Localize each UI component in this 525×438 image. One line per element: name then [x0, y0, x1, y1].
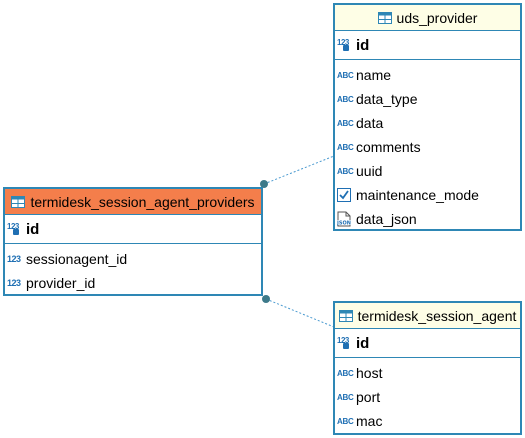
column-name: provider_id	[26, 275, 96, 291]
column-name: comments	[356, 139, 421, 155]
entity-uds-provider[interactable]: uds_provider 123 id ABC name ABC data_ty…	[333, 3, 522, 231]
column-name: data	[356, 115, 384, 131]
column-name: port	[356, 389, 381, 405]
json-icon: JSON	[337, 211, 356, 227]
table-icon	[338, 309, 353, 322]
column-name: uuid	[356, 163, 383, 179]
entity-title: termidesk_session_agent	[357, 307, 517, 324]
pk-row[interactable]: 123 id	[335, 31, 520, 60]
entity-title: uds_provider	[396, 9, 478, 26]
column-name: sessionagent_id	[26, 251, 128, 267]
column-row[interactable]: 123 provider_id	[5, 271, 261, 295]
column-row[interactable]: ABC data_type	[335, 87, 520, 111]
entity-header[interactable]: uds_provider	[335, 5, 520, 31]
number-key-icon: 123	[337, 336, 356, 350]
entity-termidesk-session-agent[interactable]: termidesk_session_agent 123 id ABC host …	[333, 301, 522, 435]
entity-header[interactable]: termidesk_session_agent_providers	[5, 189, 261, 215]
text-icon: ABC	[337, 416, 354, 426]
text-icon: ABC	[337, 70, 354, 80]
table-icon	[11, 195, 26, 208]
entity-header[interactable]: termidesk_session_agent	[335, 303, 520, 329]
entity-title: termidesk_session_agent_providers	[30, 193, 255, 210]
text-icon: ABC	[337, 392, 354, 402]
svg-text:JSON: JSON	[337, 221, 351, 227]
column-row[interactable]: JSON data_json	[335, 207, 520, 231]
column-row[interactable]: 123 sessionagent_id	[5, 247, 261, 271]
column-row[interactable]: maintenance_mode	[335, 183, 520, 207]
column-row[interactable]: ABC uuid	[335, 159, 520, 183]
pk-row[interactable]: 123 id	[5, 215, 261, 244]
text-icon: ABC	[337, 368, 354, 378]
column-name: mac	[356, 413, 383, 429]
column-row[interactable]: ABC name	[335, 63, 520, 87]
pk-column-name: id	[356, 36, 370, 54]
column-name: name	[356, 67, 392, 83]
relation-dot	[262, 295, 270, 303]
text-icon: ABC	[337, 94, 354, 104]
column-row[interactable]: ABC port	[335, 385, 520, 409]
pk-row[interactable]: 123 id	[335, 329, 520, 358]
relation-line-session-agent[interactable]	[265, 298, 335, 328]
column-row[interactable]: ABC mac	[335, 409, 520, 433]
text-icon: ABC	[337, 166, 354, 176]
column-name: maintenance_mode	[356, 187, 479, 203]
number-icon: 123	[7, 277, 21, 288]
number-key-icon: 123	[337, 38, 356, 52]
column-row[interactable]: ABC comments	[335, 135, 520, 159]
pk-column-name: id	[356, 334, 370, 352]
column-name: data_json	[356, 211, 417, 227]
pk-column-name: id	[26, 220, 40, 238]
column-name: host	[356, 365, 383, 381]
number-key-icon: 123	[7, 222, 26, 236]
entity-termidesk-session-agent-providers[interactable]: termidesk_session_agent_providers 123 id…	[3, 187, 263, 296]
text-icon: ABC	[337, 118, 354, 128]
relation-dot	[260, 180, 268, 188]
number-icon: 123	[7, 253, 21, 264]
column-row[interactable]: ABC host	[335, 361, 520, 385]
table-icon	[377, 11, 392, 24]
column-row[interactable]: ABC data	[335, 111, 520, 135]
checkbox-icon	[337, 188, 356, 202]
relation-line-uds-provider[interactable]	[263, 155, 335, 185]
text-icon: ABC	[337, 142, 354, 152]
column-name: data_type	[356, 91, 418, 107]
